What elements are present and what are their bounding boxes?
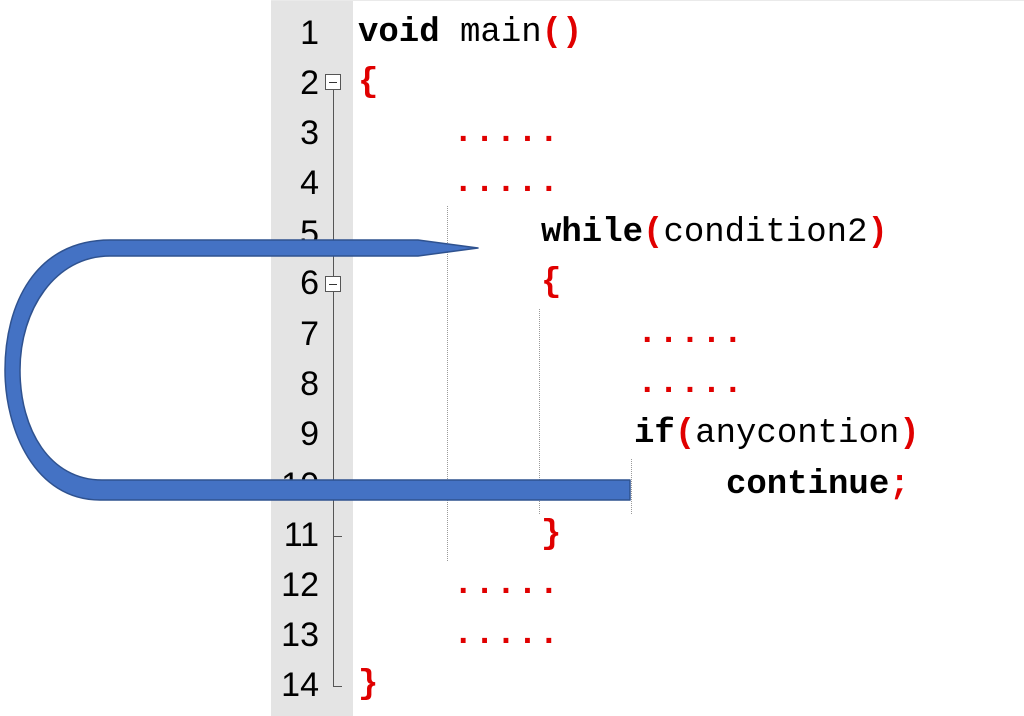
code-line-6: { xyxy=(541,258,561,308)
open-brace: { xyxy=(358,64,379,102)
fold-toggle-main[interactable] xyxy=(325,74,341,90)
ellipsis-placeholder: ..... xyxy=(637,315,745,353)
close-brace: } xyxy=(358,666,379,704)
function-name: main xyxy=(439,14,542,52)
line-number: 3 xyxy=(300,114,319,152)
line-number: 2 xyxy=(300,64,319,102)
code-line-13: ..... xyxy=(453,610,560,660)
paren: ) xyxy=(899,415,920,453)
keyword-if: if xyxy=(634,415,675,453)
line-number: 11 xyxy=(283,516,319,554)
ellipsis-placeholder: ..... xyxy=(453,164,561,202)
line-number: 7 xyxy=(300,315,319,353)
close-brace: } xyxy=(541,516,562,554)
open-brace: { xyxy=(541,264,562,302)
code-line-10: continue; xyxy=(726,460,910,510)
code-line-1: void main() xyxy=(358,8,582,58)
fold-end-tick xyxy=(333,686,342,687)
code-line-4: ..... xyxy=(453,158,560,208)
line-number: 14 xyxy=(281,666,319,704)
line-number: 13 xyxy=(281,616,319,654)
code-line-5: while(condition2) xyxy=(541,208,888,258)
code-line-14: } xyxy=(358,660,378,710)
loop-back-arrow-shape xyxy=(4,239,631,501)
ellipsis-placeholder: ..... xyxy=(453,566,561,604)
code-line-7: ..... xyxy=(637,309,744,359)
indent-guide xyxy=(539,309,540,514)
fold-end-tick xyxy=(333,536,342,537)
code-line-12: ..... xyxy=(453,560,560,610)
condition: condition2 xyxy=(663,214,868,252)
code-line-8: ..... xyxy=(637,359,744,409)
indent-guide xyxy=(631,459,632,514)
code-line-11: } xyxy=(541,510,561,560)
keyword-void: void xyxy=(358,14,440,52)
keyword-continue: continue xyxy=(726,466,890,504)
fold-guide-main xyxy=(333,90,334,686)
paren: ( xyxy=(674,415,696,453)
line-number: 1 xyxy=(300,14,319,52)
ellipsis-placeholder: ..... xyxy=(453,114,561,152)
line-number: 12 xyxy=(281,566,319,604)
semicolon: ; xyxy=(889,466,910,504)
paren: ( xyxy=(643,214,664,252)
line-number: 6 xyxy=(300,264,319,302)
fold-toggle-while[interactable] xyxy=(325,276,341,292)
paren: ) xyxy=(867,214,888,252)
code-line-2: { xyxy=(358,58,378,108)
keyword-while: while xyxy=(541,214,644,252)
indent-guide xyxy=(447,206,448,561)
condition: anycontion xyxy=(695,415,900,453)
paren: () xyxy=(541,14,583,52)
ellipsis-placeholder: ..... xyxy=(453,616,561,654)
ellipsis-placeholder: ..... xyxy=(637,365,745,403)
code-line-3: ..... xyxy=(453,108,560,158)
line-number: 9 xyxy=(300,415,319,453)
line-number: 4 xyxy=(300,164,319,202)
line-number: 8 xyxy=(300,365,319,403)
code-line-9: if(anycontion) xyxy=(634,409,920,459)
